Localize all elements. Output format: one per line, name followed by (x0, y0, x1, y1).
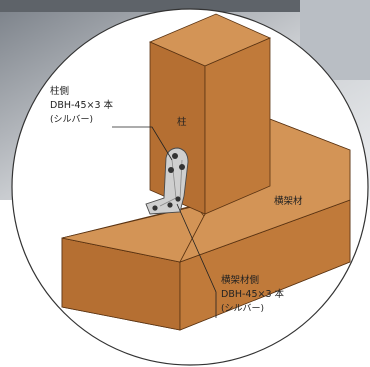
leader-lines (112, 126, 217, 318)
beam-side-spec: DBH-45×3 本 (221, 288, 285, 300)
beam-side-color: (シルバー) (221, 303, 264, 314)
column-side-leader (112, 126, 173, 161)
beam-shape (61, 115, 351, 331)
metal-bracket (145, 147, 189, 215)
screw-icon (152, 205, 158, 211)
screw-icon (179, 164, 185, 170)
screw-icon (167, 202, 173, 208)
screw-icon (172, 153, 178, 159)
beam-side-title: 横架材側 (221, 274, 259, 286)
column-label: 柱 (177, 116, 187, 128)
column-shape (148, 13, 271, 215)
screw-icon (168, 167, 174, 173)
column-side-spec: DBH-45×3 本 (50, 99, 114, 111)
beam-side-leader (176, 203, 217, 318)
beam-side-callout: 横架材側 DBH-45×3 本 (シルバー) (221, 274, 285, 314)
column-side-face (204, 37, 271, 215)
column-side-callout: 柱側 DBH-45×3 本 (シルバー) (50, 85, 114, 125)
screw-icon (175, 196, 181, 202)
column-side-title: 柱側 (50, 85, 69, 97)
beam-label: 横架材 (274, 195, 303, 207)
column-side-color: (シルバー) (50, 114, 93, 125)
